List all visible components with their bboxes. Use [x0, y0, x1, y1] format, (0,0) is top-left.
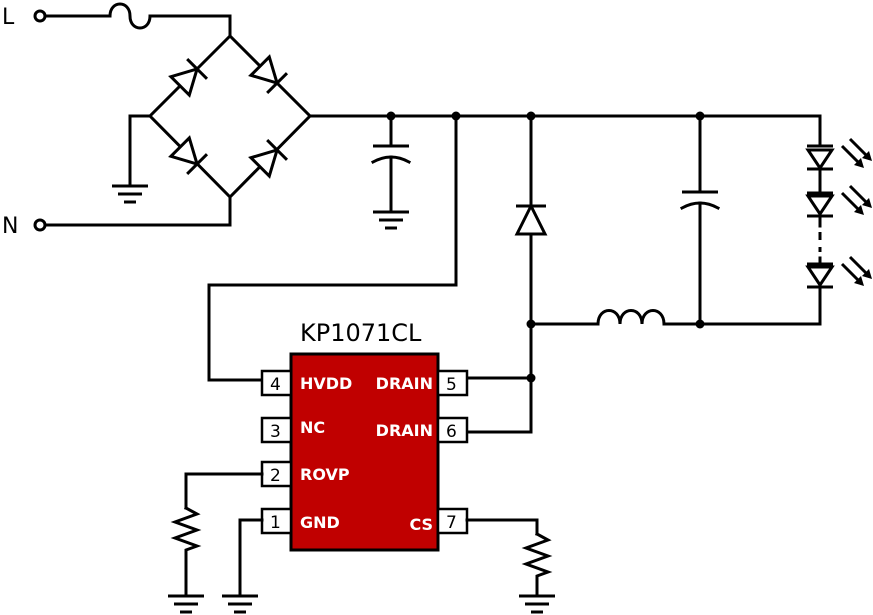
terminal-l-label: L [2, 5, 15, 30]
pin-number: 5 [446, 375, 457, 395]
bridge-diode-3 [168, 135, 209, 176]
ic-pin-4: 4 HVDD [260, 369, 352, 397]
led-1 [805, 137, 872, 171]
ic-pin-7: 7 CS [409, 507, 469, 535]
ic-body [289, 352, 440, 552]
fuse [43, 2, 232, 38]
ic-pin-3: 3 NC [260, 416, 325, 444]
hvdd-wire [207, 114, 458, 382]
input-capacitor [370, 114, 412, 230]
led-3 [805, 255, 872, 289]
pin-number: 2 [270, 466, 281, 486]
neutral-wire [43, 195, 232, 227]
pin-number: 7 [446, 513, 457, 533]
bridge-diode-4 [248, 138, 289, 179]
freewheel-diode [465, 114, 548, 434]
pin-name: GND [300, 513, 340, 532]
led-string [805, 137, 872, 326]
bridge-rectifier [147, 33, 313, 200]
pin-name: DRAIN [376, 421, 433, 440]
ic-pin-5: 5 DRAIN [376, 369, 469, 397]
inductor [529, 309, 822, 326]
rovp-resistor [168, 472, 264, 614]
output-capacitor [679, 114, 721, 326]
terminal-n-label: N [2, 214, 18, 239]
pin-name: DRAIN [376, 374, 433, 393]
pin-number: 1 [270, 513, 281, 533]
ic-pin-6: 6 DRAIN [376, 416, 469, 444]
cs-resistor [465, 518, 555, 614]
dc-bus [308, 114, 822, 142]
ic-pin-2: 2 ROVP [260, 460, 350, 488]
pin-name: ROVP [300, 465, 350, 484]
led-2 [805, 184, 872, 218]
ic-part-number: KP1071CL [300, 319, 422, 347]
bridge-diode-1 [168, 57, 209, 98]
gnd-pin-ground [222, 518, 264, 614]
pin-name: HVDD [300, 374, 352, 393]
bridge-diode-2 [248, 54, 289, 95]
ic-pin-1: 1 GND [260, 507, 340, 535]
junction-dot [526, 373, 536, 383]
pin-number: 6 [446, 422, 457, 442]
controller-ic: KP1071CL 4 HVDD 3 NC 2 ROVP 1 GND 5 DRAI… [260, 319, 469, 552]
bridge-ground [112, 114, 152, 204]
pin-name: CS [409, 515, 433, 534]
pin-number: 3 [270, 422, 281, 442]
pin-number: 4 [270, 375, 281, 395]
pin-name: NC [300, 418, 325, 437]
